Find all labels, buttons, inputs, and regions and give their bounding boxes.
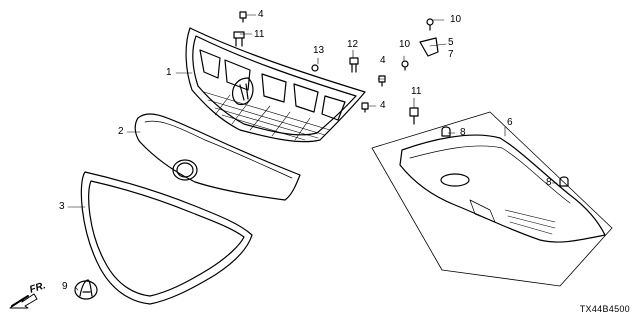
acura-emblem-icon[interactable]: [74, 279, 98, 300]
clip-icon[interactable]: [349, 57, 359, 73]
bracket-icon[interactable]: [419, 37, 439, 57]
callout-4-low: 4: [380, 100, 386, 111]
clip-icon[interactable]: [233, 31, 245, 47]
callout-10-left: 10: [399, 39, 411, 50]
callout-13: 13: [313, 45, 325, 56]
callout-6: 6: [507, 117, 513, 128]
grille-frame-part[interactable]: [80, 171, 253, 305]
callout-4-mid: 4: [380, 55, 386, 66]
callout-12: 12: [347, 39, 359, 50]
callout-7: 7: [448, 49, 454, 60]
screw-icon[interactable]: [401, 60, 409, 71]
grommet-icon[interactable]: [441, 126, 451, 137]
grommet-icon[interactable]: [559, 176, 569, 187]
screw-icon[interactable]: [311, 64, 319, 72]
callout-8-lower: 8: [546, 177, 552, 188]
callout-3: 3: [59, 201, 65, 212]
callout-10-right: 10: [450, 14, 462, 25]
bolt-icon[interactable]: [239, 11, 247, 23]
callout-9: 9: [62, 281, 68, 292]
callout-11-right: 11: [411, 86, 422, 97]
callout-8-upper: 8: [460, 127, 466, 138]
callout-5: 5: [448, 37, 454, 48]
front-grille-part[interactable]: [185, 27, 366, 143]
callout-4-top: 4: [258, 9, 264, 20]
bolt-icon[interactable]: [361, 102, 369, 113]
callout-2: 2: [118, 126, 124, 137]
bolt-icon[interactable]: [378, 75, 386, 87]
clip-icon[interactable]: [409, 107, 419, 125]
diagram-code: TX44B4500: [579, 304, 630, 314]
screw-icon[interactable]: [426, 18, 434, 31]
upper-molding-part[interactable]: [134, 113, 301, 201]
callout-11-top: 11: [254, 29, 265, 40]
lower-cover-part[interactable]: [371, 111, 613, 287]
callout-1: 1: [166, 67, 172, 78]
arrow-lower-left-icon: [9, 293, 38, 309]
